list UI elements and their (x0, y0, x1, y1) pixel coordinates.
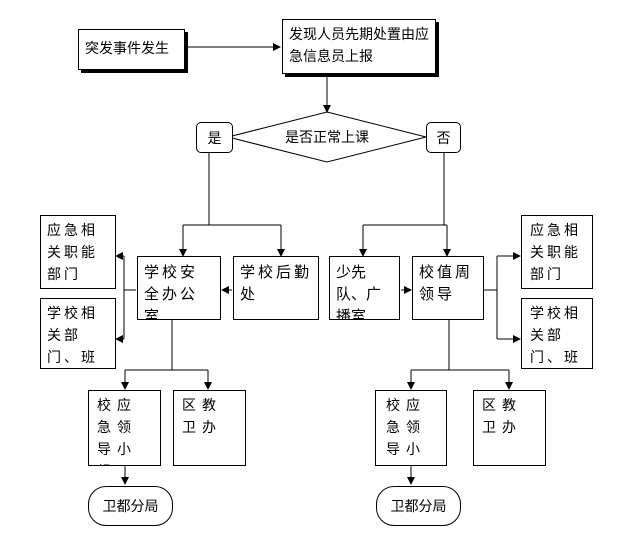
left-terminal-text: 卫都分局 (102, 499, 159, 515)
safety-office-text: 学校安全办公室 (144, 263, 199, 320)
pioneer-box: 少先队、广播室 (329, 256, 400, 320)
start-box: 突发事件发生 (78, 29, 185, 70)
logistics-text: 学校后勤处 (240, 263, 313, 303)
no-tag: 否 (426, 122, 461, 153)
right-school-dept-box: 学校相关部门、班级 (521, 298, 593, 369)
pioneer-text: 少先队、广播室 (336, 263, 382, 320)
duty-leader-text: 校值周领导 (419, 263, 474, 303)
yes-text: 是 (207, 130, 222, 147)
left-emergency-team-box: 校应急领导小组 (88, 390, 161, 466)
right-school-dept-text: 学校相关部门、班级 (530, 306, 581, 366)
right-district-office-text: 区教卫办 (482, 398, 522, 436)
left-school-dept-box: 学校相关部门、班级 (40, 298, 116, 369)
decision-label: 是否正常上课 (285, 130, 369, 146)
duty-leader-box: 校值周领导 (412, 256, 484, 320)
report-text: 发现人员先期处置由应急信息员上报 (289, 27, 429, 65)
decision-diamond (227, 111, 427, 163)
logistics-box: 学校后勤处 (233, 256, 319, 320)
right-terminal: 卫都分局 (376, 486, 461, 526)
left-terminal: 卫都分局 (88, 486, 173, 526)
yes-tag: 是 (196, 122, 233, 153)
safety-office-box: 学校安全办公室 (137, 256, 221, 320)
left-district-office-box: 区教卫办 (173, 390, 246, 466)
right-terminal-text: 卫都分局 (390, 499, 447, 515)
left-related-dept-text: 应急相关职能部门 (47, 223, 98, 283)
right-district-office-box: 区教卫办 (473, 390, 546, 466)
right-related-dept-text: 应急相关职能部门 (530, 223, 581, 283)
right-emergency-team-text: 校应急领导小 (386, 398, 426, 458)
right-emergency-team-box: 校应急领导小 (375, 390, 447, 466)
no-text: 否 (436, 130, 451, 147)
left-school-dept-text: 学校相关部门、班级 (47, 306, 98, 366)
start-text: 突发事件发生 (85, 41, 169, 57)
report-box: 发现人员先期处置由应急信息员上报 (282, 19, 436, 74)
left-district-office-text: 区教卫办 (182, 398, 222, 436)
left-emergency-team-text: 校应急领导小组 (97, 398, 137, 465)
right-related-dept-box: 应急相关职能部门 (521, 215, 593, 289)
left-related-dept-box: 应急相关职能部门 (40, 215, 116, 289)
